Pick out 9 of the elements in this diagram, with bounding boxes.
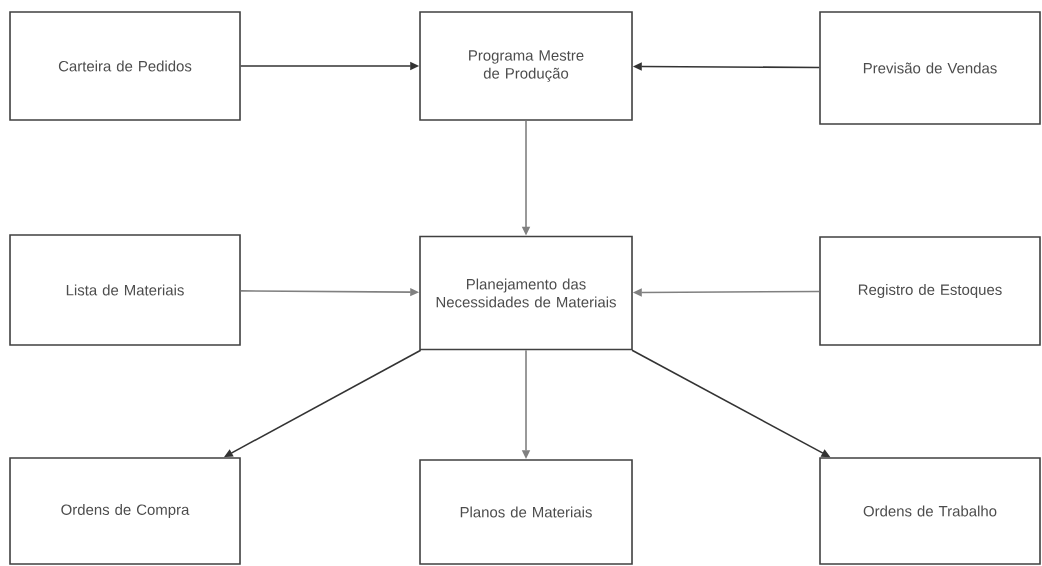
process-box: Ordens de Trabalho	[819, 457, 1041, 565]
process-box: Programa Mestre de Produção	[419, 11, 633, 121]
process-box: Planejamento das Necessidades de Materiais	[419, 235, 633, 351]
process-box: Ordens de Compra	[9, 457, 241, 565]
process-box: Planos de Materiais	[419, 459, 633, 565]
process-box: Registro de Estoques	[819, 236, 1041, 346]
process-box: Carteira de Pedidos	[9, 11, 241, 121]
process-box: Lista de Materiais	[9, 234, 241, 346]
process-box: Previsão de Vendas	[819, 11, 1041, 125]
